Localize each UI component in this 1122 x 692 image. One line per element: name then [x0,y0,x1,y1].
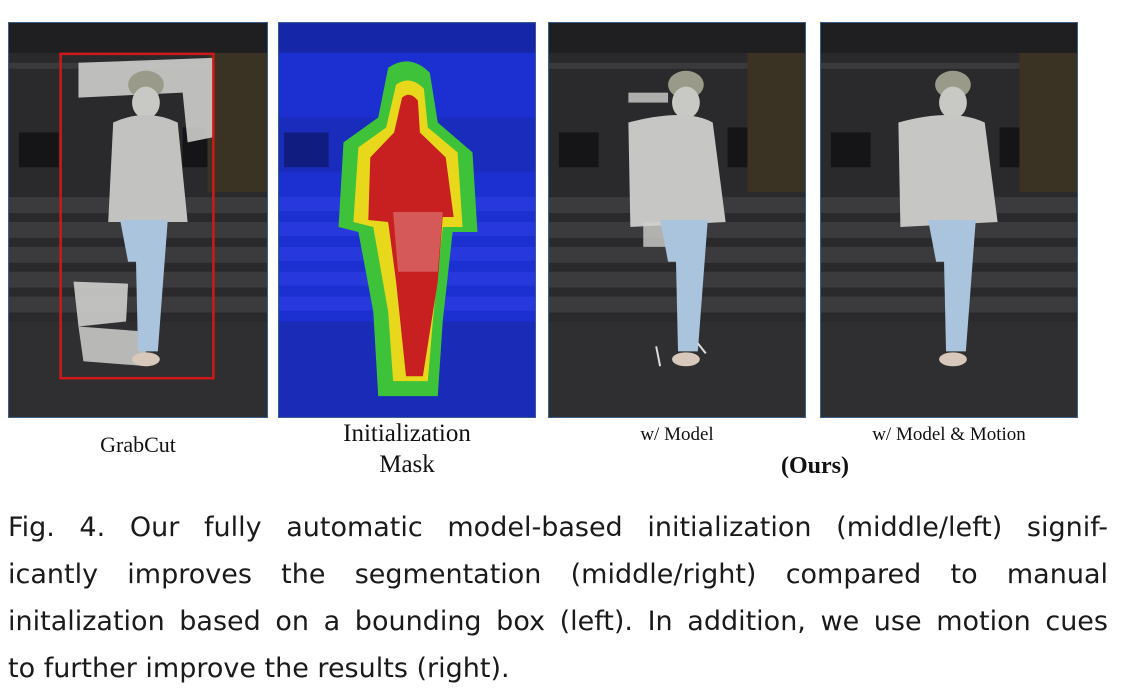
with-model-motion-label-text: w/ Model & Motion [872,424,1026,445]
with-model-label-text: w/ Model [640,424,714,445]
with-model-image [549,23,805,417]
initialization-mask-label-line1: Initialization [343,420,471,447]
initialization-mask-panel [278,22,536,418]
with-model-motion-image [821,23,1077,417]
initialization-mask-label-line2: Mask [379,451,435,478]
with-model-motion-panel [820,22,1078,418]
caption-line-1: Fig. 4. Our fully automatic model-based … [8,512,1108,543]
grabcut-panel [8,22,268,418]
with-model-label: w/ Model [548,424,806,446]
with-model-panel [548,22,806,418]
grabcut-image [9,23,267,417]
grabcut-label-text: GrabCut [100,432,176,457]
caption-line-2: icantly improves the segmentation (middl… [8,559,1108,590]
initialization-mask-label: Initialization Mask [278,418,536,480]
caption-line-3: initalization based on a bounding box (l… [8,606,1108,637]
initialization-mask-image [279,23,535,417]
with-model-motion-label: w/ Model & Motion [820,424,1078,446]
figure-caption: Fig. 4. Our fully automatic model-based … [8,504,1108,692]
grabcut-label: GrabCut [8,432,268,458]
ours-label: (Ours) [690,453,940,480]
caption-line-4: to further improve the results (right). [8,653,510,684]
ours-label-text: (Ours) [781,453,849,479]
